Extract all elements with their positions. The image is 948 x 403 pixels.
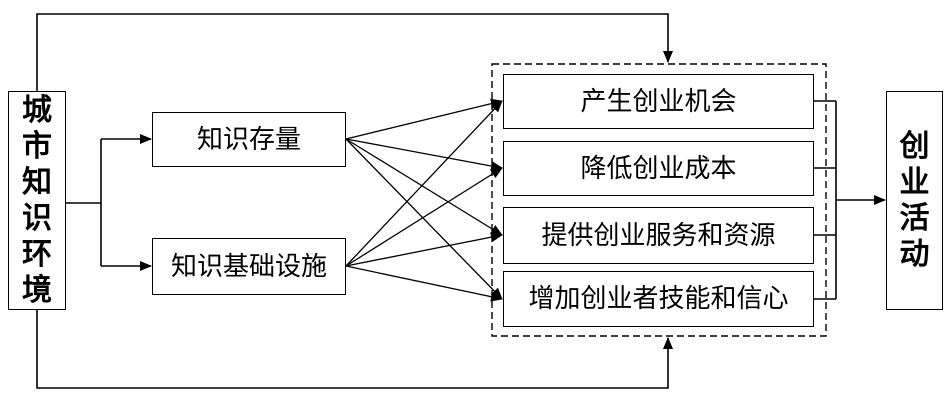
mechanism-box-skill: 增加创业者技能和信心 — [503, 271, 814, 327]
city-knowledge-environment-box: 城 市 知 识 环 境 — [8, 91, 66, 310]
mechanism-box-service: 提供创业服务和资源 — [503, 207, 814, 264]
city-char: 城 — [22, 92, 52, 128]
mechanism-label: 提供创业服务和资源 — [541, 220, 776, 251]
arrow-infra-to-cost — [345, 167, 503, 267]
mechanism-box-cost: 降低创业成本 — [503, 141, 814, 196]
mechanism-label: 降低创业成本 — [580, 153, 737, 184]
mechanism-group-border — [491, 63, 827, 337]
activity-char: 创 — [899, 128, 930, 164]
city-char: 市 — [22, 128, 52, 164]
arrow-stock-to-skill — [345, 138, 503, 300]
mechanism-label: 产生创业机会 — [580, 86, 737, 117]
mechanism-label: 增加创业者技能和信心 — [528, 284, 789, 314]
entrepreneurial-activity-label: 创 业 活 动 — [887, 129, 942, 273]
city-char: 知 — [22, 164, 52, 200]
knowledge-infrastructure-box: 知识基础设施 — [152, 238, 346, 295]
arrow-infra-to-skill — [345, 265, 503, 302]
mechanism-box-opportunity: 产生创业机会 — [503, 74, 814, 129]
city-knowledge-environment-label: 城 市 知 识 环 境 — [9, 93, 65, 309]
arrow-infra-to-service — [345, 232, 503, 267]
knowledge-infrastructure-label: 知识基础设施 — [170, 251, 327, 282]
arrow-stock-to-service — [345, 138, 503, 236]
activity-char: 动 — [899, 236, 930, 272]
arrow-infra-to-opportunity — [345, 100, 503, 267]
city-char: 境 — [22, 272, 52, 308]
city-char: 环 — [22, 236, 52, 272]
top-feedback-arrow — [36, 13, 673, 91]
activity-char: 业 — [899, 164, 930, 200]
entrepreneurial-activity-box: 创 业 活 动 — [886, 91, 943, 310]
knowledge-stock-label: 知识存量 — [196, 124, 301, 155]
arrow-stock-to-opportunity — [345, 98, 503, 140]
city-char: 识 — [22, 200, 52, 236]
bottom-feedback-arrow — [36, 310, 673, 389]
activity-char: 活 — [899, 200, 930, 236]
arrow-stock-to-cost — [345, 138, 503, 171]
knowledge-stock-box: 知识存量 — [152, 112, 346, 167]
